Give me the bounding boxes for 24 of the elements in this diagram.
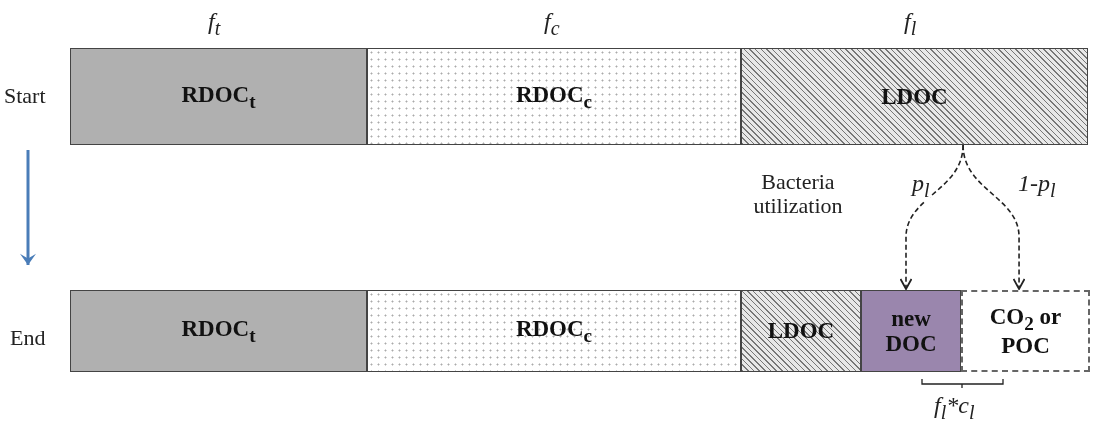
fraction-label: f$_{l}$ [904,8,917,39]
row-label: End [10,326,46,351]
segment-label: RDOC$_{c}$ [515,316,593,346]
bar-segment [70,48,367,145]
segment-label: CO$_{2}$ or POC [988,303,1063,359]
formula-label: f$_{l}$*c$_{l}$ [934,392,975,423]
segment-label: RDOC$_{t}$ [181,316,256,346]
bar-segment [70,290,367,372]
bar-segment [367,290,741,372]
segment-label: LDOC [881,83,948,110]
segment-label: RDOC$_{t}$ [181,81,256,112]
bar-segment [367,48,741,145]
bar-segment [741,290,861,372]
process-label: Bacteria utilization [752,170,844,219]
row-label: Start [4,84,46,109]
segment-label: RDOC$_{c}$ [515,81,593,112]
fraction-label: f$_{c}$ [544,8,560,39]
fraction-label: f$_{t}$ [208,8,221,39]
dashed-segment [961,290,1090,372]
bar-segment [861,290,961,372]
dashed-arrow [962,144,1026,290]
segment-label: LDOC [767,318,835,344]
bar-segment [741,48,1088,145]
segment-label: new DOC [884,305,938,357]
